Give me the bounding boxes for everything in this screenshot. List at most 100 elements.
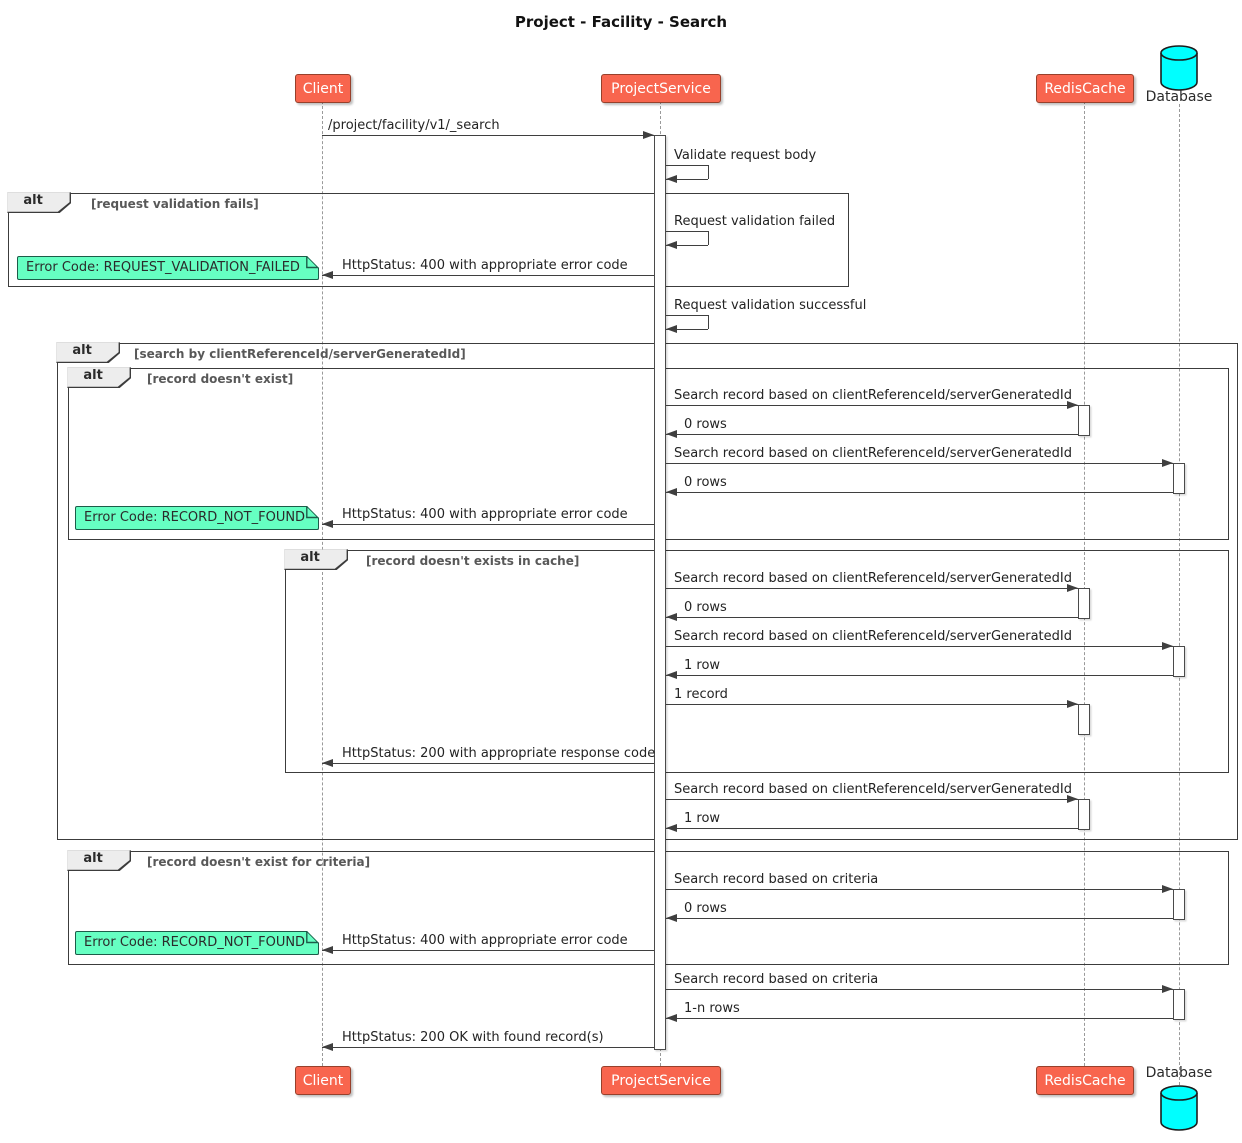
message-label: Search record based on clientReferenceId… — [674, 782, 1072, 797]
alt-frame-record-doesnt-exist: alt [record doesn't exist] — [67, 367, 1229, 540]
activation-database — [1173, 463, 1185, 494]
activation-rediscache — [1078, 405, 1090, 436]
arrowhead-icon — [1162, 641, 1173, 650]
database-cylinder-icon — [1160, 1085, 1198, 1131]
message-label: Search record based on clientReferenceId… — [674, 571, 1072, 586]
participant-client-top: Client — [295, 74, 351, 103]
arrowhead-icon — [322, 1042, 333, 1051]
message-label: HttpStatus: 400 with appropriate error c… — [342, 258, 628, 273]
alt-operator-label: alt — [83, 851, 103, 867]
message-label: 0 rows — [684, 901, 727, 916]
alt-frame-record-doesnt-exist-criteria: alt [record doesn't exist for criteria] — [67, 850, 1229, 965]
message-arrow — [666, 828, 1078, 829]
message-arrow — [666, 889, 1173, 890]
self-message-line — [708, 231, 709, 245]
alt-operator-label: alt — [23, 193, 43, 209]
alt-operator-tab-fill — [67, 850, 130, 870]
alt-operator-tab: alt — [67, 367, 132, 389]
message-label: 0 rows — [684, 475, 727, 490]
arrowhead-icon — [1162, 884, 1173, 893]
arrowhead-icon — [322, 519, 333, 528]
self-message-line — [666, 245, 708, 246]
arrowhead-icon — [666, 174, 677, 183]
alt-operator-tab: alt — [56, 342, 121, 364]
message-arrow — [666, 918, 1173, 919]
message-label: HttpStatus: 400 with appropriate error c… — [342, 507, 628, 522]
arrowhead-icon — [1067, 699, 1078, 708]
note-fold-icon — [306, 506, 319, 519]
self-message-line — [666, 315, 708, 316]
self-message-line — [666, 329, 708, 330]
message-arrow — [322, 763, 654, 764]
message-arrow — [666, 492, 1173, 493]
self-message-line — [666, 231, 708, 232]
participant-database-bottom-label: Database — [1145, 1065, 1213, 1081]
arrowhead-icon — [666, 670, 677, 679]
message-label: 1 row — [684, 658, 721, 673]
message-arrow — [322, 135, 654, 136]
message-label: Search record based on clientReferenceId… — [674, 388, 1072, 403]
note-request-validation-failed: Error Code: REQUEST_VALIDATION_FAILED — [17, 256, 319, 280]
message-label: Search record based on criteria — [674, 872, 879, 887]
self-message-line — [708, 315, 709, 329]
alt-operator-tab-fill — [284, 549, 347, 569]
activation-rediscache — [1078, 704, 1090, 735]
participant-rediscache-top: RedisCache — [1036, 74, 1134, 103]
arrowhead-icon — [322, 270, 333, 279]
arrowhead-icon — [666, 612, 677, 621]
alt-frame-record-not-in-cache: alt [record doesn't exists in cache] — [284, 549, 1229, 773]
alt-operator-tab: alt — [284, 549, 349, 571]
message-label: 1-n rows — [684, 1001, 740, 1016]
message-arrow — [322, 950, 654, 951]
participant-database-top-label: Database — [1145, 89, 1213, 105]
arrowhead-icon — [666, 429, 677, 438]
message-arrow — [666, 704, 1078, 705]
lifeline-database — [1179, 104, 1180, 1085]
activation-database — [1173, 646, 1185, 677]
participant-client-bottom: Client — [295, 1066, 351, 1095]
note-record-not-found: Error Code: RECORD_NOT_FOUND — [75, 506, 319, 530]
arrowhead-icon — [666, 487, 677, 496]
note-record-not-found: Error Code: RECORD_NOT_FOUND — [75, 931, 319, 955]
message-label: 1 row — [684, 811, 721, 826]
arrowhead-icon — [1067, 583, 1078, 592]
message-arrow — [666, 463, 1173, 464]
message-label: Request validation failed — [674, 214, 836, 229]
message-label: /project/facility/v1/_search — [328, 118, 500, 133]
arrowhead-icon — [1162, 458, 1173, 467]
alt-operator-tab-fill — [7, 192, 70, 212]
lifeline-client — [322, 101, 323, 1066]
alt-operator-label: alt — [83, 368, 103, 384]
message-label: HttpStatus: 400 with appropriate error c… — [342, 933, 628, 948]
message-arrow — [666, 799, 1078, 800]
activation-rediscache — [1078, 588, 1090, 619]
activation-rediscache — [1078, 799, 1090, 830]
arrowhead-icon — [1067, 794, 1078, 803]
alt-operator-tab-fill — [67, 367, 130, 387]
message-arrow — [666, 588, 1078, 589]
alt-condition-label: [record doesn't exists in cache] — [366, 554, 580, 568]
message-arrow — [666, 1018, 1173, 1019]
message-label: Validate request body — [674, 148, 817, 163]
message-label: HttpStatus: 200 with appropriate respons… — [342, 746, 656, 761]
alt-condition-label: [search by clientReferenceId/serverGener… — [134, 347, 466, 361]
activation-database — [1173, 889, 1185, 920]
note-fold-icon — [306, 931, 319, 944]
note-text: Error Code: RECORD_NOT_FOUND — [84, 935, 306, 950]
note-text: Error Code: REQUEST_VALIDATION_FAILED — [26, 260, 300, 275]
alt-condition-label: [record doesn't exist for criteria] — [147, 855, 371, 869]
arrowhead-icon — [666, 1013, 677, 1022]
arrowhead-icon — [666, 913, 677, 922]
alt-operator-tab-fill — [56, 342, 119, 362]
participant-rediscache-bottom: RedisCache — [1036, 1066, 1134, 1095]
self-message-line — [708, 165, 709, 179]
arrowhead-icon — [666, 823, 677, 832]
alt-condition-label: [request validation fails] — [91, 197, 259, 211]
alt-operator-tab: alt — [67, 850, 132, 872]
message-arrow — [666, 989, 1173, 990]
lifeline-rediscache — [1084, 101, 1085, 1066]
message-arrow — [666, 405, 1078, 406]
note-text: Error Code: RECORD_NOT_FOUND — [84, 510, 306, 525]
participant-projectservice-top: ProjectService — [601, 74, 721, 103]
